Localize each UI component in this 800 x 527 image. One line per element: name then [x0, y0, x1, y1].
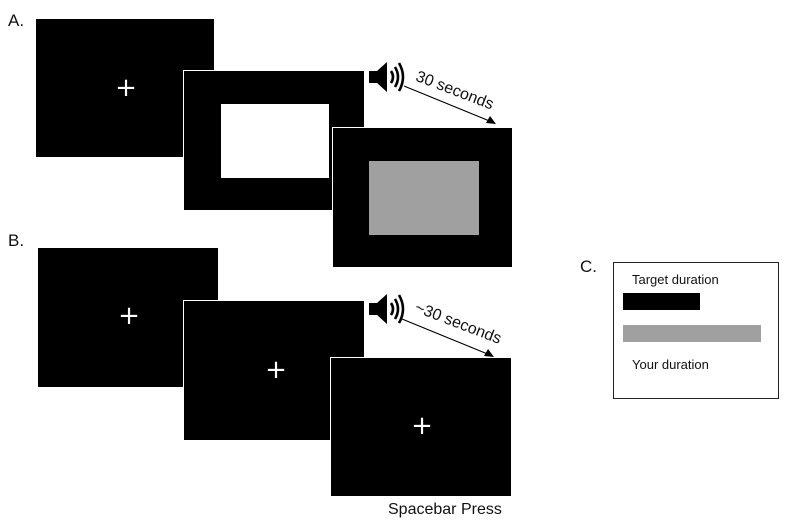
panel-a-grey-stimulus-screen	[332, 127, 513, 268]
fixation-cross: +	[118, 301, 140, 331]
panel-a-label: A.	[8, 11, 25, 30]
panel-b-fixation-screen-3: +	[330, 357, 512, 497]
feedback-panel: Target duration Your duration	[613, 262, 779, 399]
your-duration-bar	[623, 325, 761, 342]
fixation-cross: +	[411, 411, 433, 441]
speaker-icon	[369, 294, 405, 324]
panel-c-label: C.	[580, 257, 597, 276]
panel-a-duration-arrow	[403, 85, 496, 124]
grey-rectangle	[369, 161, 479, 235]
panel-b-duration-arrow	[401, 318, 494, 357]
speaker-icon	[369, 62, 405, 92]
fixation-cross: +	[115, 73, 137, 103]
target-duration-label: Target duration	[632, 272, 719, 287]
white-rectangle	[221, 104, 329, 178]
spacebar-press-label: Spacebar Press	[388, 501, 502, 518]
panel-b-label: B.	[8, 231, 25, 250]
target-duration-bar	[623, 293, 700, 310]
fixation-cross: +	[265, 355, 287, 385]
your-duration-label: Your duration	[632, 357, 709, 372]
